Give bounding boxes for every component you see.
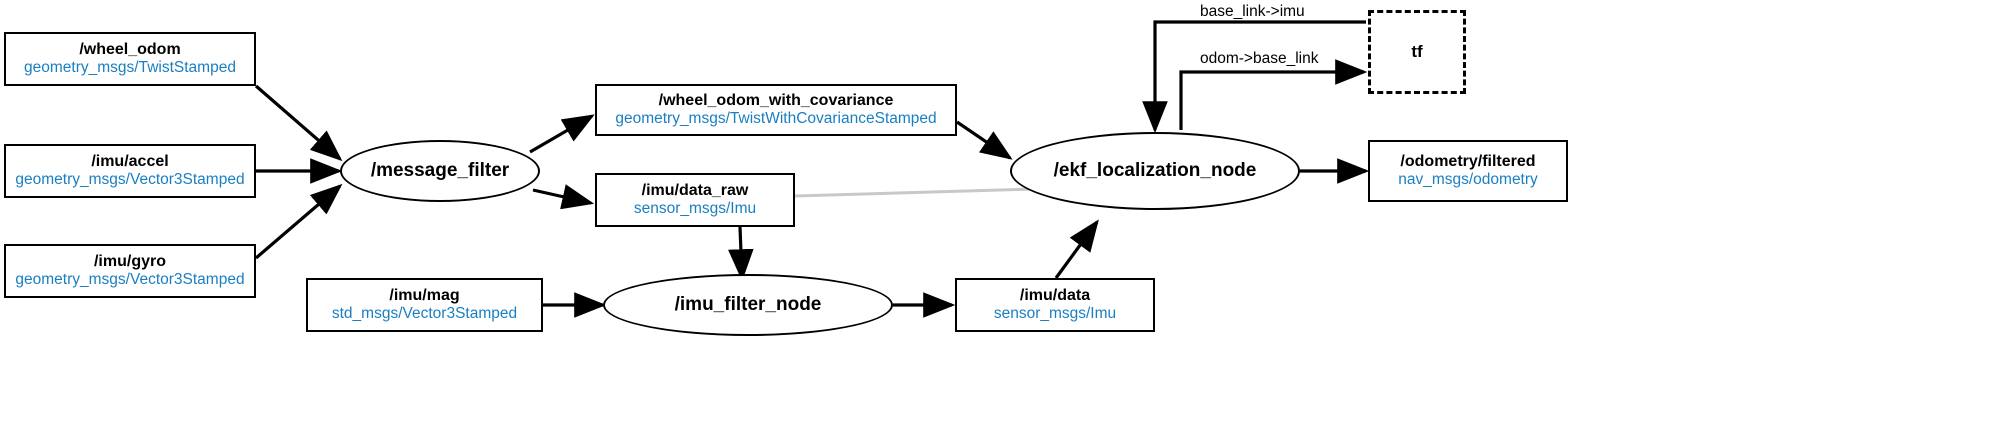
topic-type: geometry_msgs/Vector3Stamped (15, 171, 245, 189)
topic-name: /wheel_odom (79, 41, 181, 59)
node-label: /imu_filter_node (674, 294, 822, 315)
topic-name: /imu/data_raw (641, 182, 749, 200)
topic-name: /imu/data (1019, 287, 1091, 305)
node-ekf-localization-node[interactable]: /ekf_localization_node (1010, 132, 1300, 210)
topic-imu-mag[interactable]: /imu/mag std_msgs/Vector3Stamped (306, 278, 543, 332)
node-label: /ekf_localization_node (1053, 160, 1257, 181)
topic-name: /imu/accel (91, 153, 169, 171)
topic-wheel-odom[interactable]: /wheel_odom geometry_msgs/TwistStamped (4, 32, 256, 86)
topic-odometry-filtered[interactable]: /odometry/filtered nav_msgs/odometry (1368, 140, 1568, 202)
tf-label: tf (1411, 42, 1423, 61)
edge-message-filter-to-wheel-odom-cov (529, 114, 595, 154)
topic-name: /odometry/filtered (1400, 153, 1536, 171)
edge-tf-base-link-to-imu (1142, 20, 1366, 134)
edge-imu-data-raw-to-imu-filter-node (728, 226, 754, 282)
topic-type: std_msgs/Vector3Stamped (331, 305, 518, 323)
topic-imu-data[interactable]: /imu/data sensor_msgs/Imu (955, 278, 1155, 332)
topic-imu-gyro[interactable]: /imu/gyro geometry_msgs/Vector3Stamped (4, 244, 256, 298)
edge-ekf-to-tf-odom-to-base-link (1179, 59, 1368, 130)
topic-type: geometry_msgs/TwistStamped (24, 59, 236, 77)
edge-imu-gyro-to-message-filter (254, 183, 343, 260)
topic-imu-accel[interactable]: /imu/accel geometry_msgs/Vector3Stamped (4, 144, 256, 198)
topic-wheel-odom-with-covariance[interactable]: /wheel_odom_with_covariance geometry_msg… (595, 84, 957, 136)
edge-label-odom-to-base-link: odom->base_link (1200, 50, 1319, 67)
topic-type: sensor_msgs/Imu (633, 200, 757, 218)
topic-type: geometry_msgs/TwistWithCovarianceStamped (615, 110, 937, 128)
node-imu-filter-node[interactable]: /imu_filter_node (603, 274, 893, 336)
topic-name: /imu/gyro (93, 253, 166, 271)
topic-type: sensor_msgs/Imu (993, 305, 1117, 323)
topic-imu-data-raw[interactable]: /imu/data_raw sensor_msgs/Imu (595, 173, 795, 227)
edge-wheel-odom-to-message-filter (254, 84, 343, 162)
topic-type: geometry_msgs/Vector3Stamped (15, 271, 245, 289)
edge-label-base-link-to-imu: base_link->imu (1200, 3, 1305, 20)
node-message-filter[interactable]: /message_filter (340, 140, 540, 202)
node-label: /message_filter (370, 160, 510, 181)
edge-message-filter-to-imu-data-raw (532, 184, 595, 210)
topic-name: /wheel_odom_with_covariance (658, 92, 894, 110)
edge-imu-data-to-ekf (1054, 219, 1099, 279)
edge-wheel-odom-cov-to-ekf (956, 120, 1013, 160)
topic-name: /imu/mag (389, 287, 460, 305)
tf-box[interactable]: tf (1368, 10, 1466, 94)
topic-type: nav_msgs/odometry (1398, 171, 1538, 189)
